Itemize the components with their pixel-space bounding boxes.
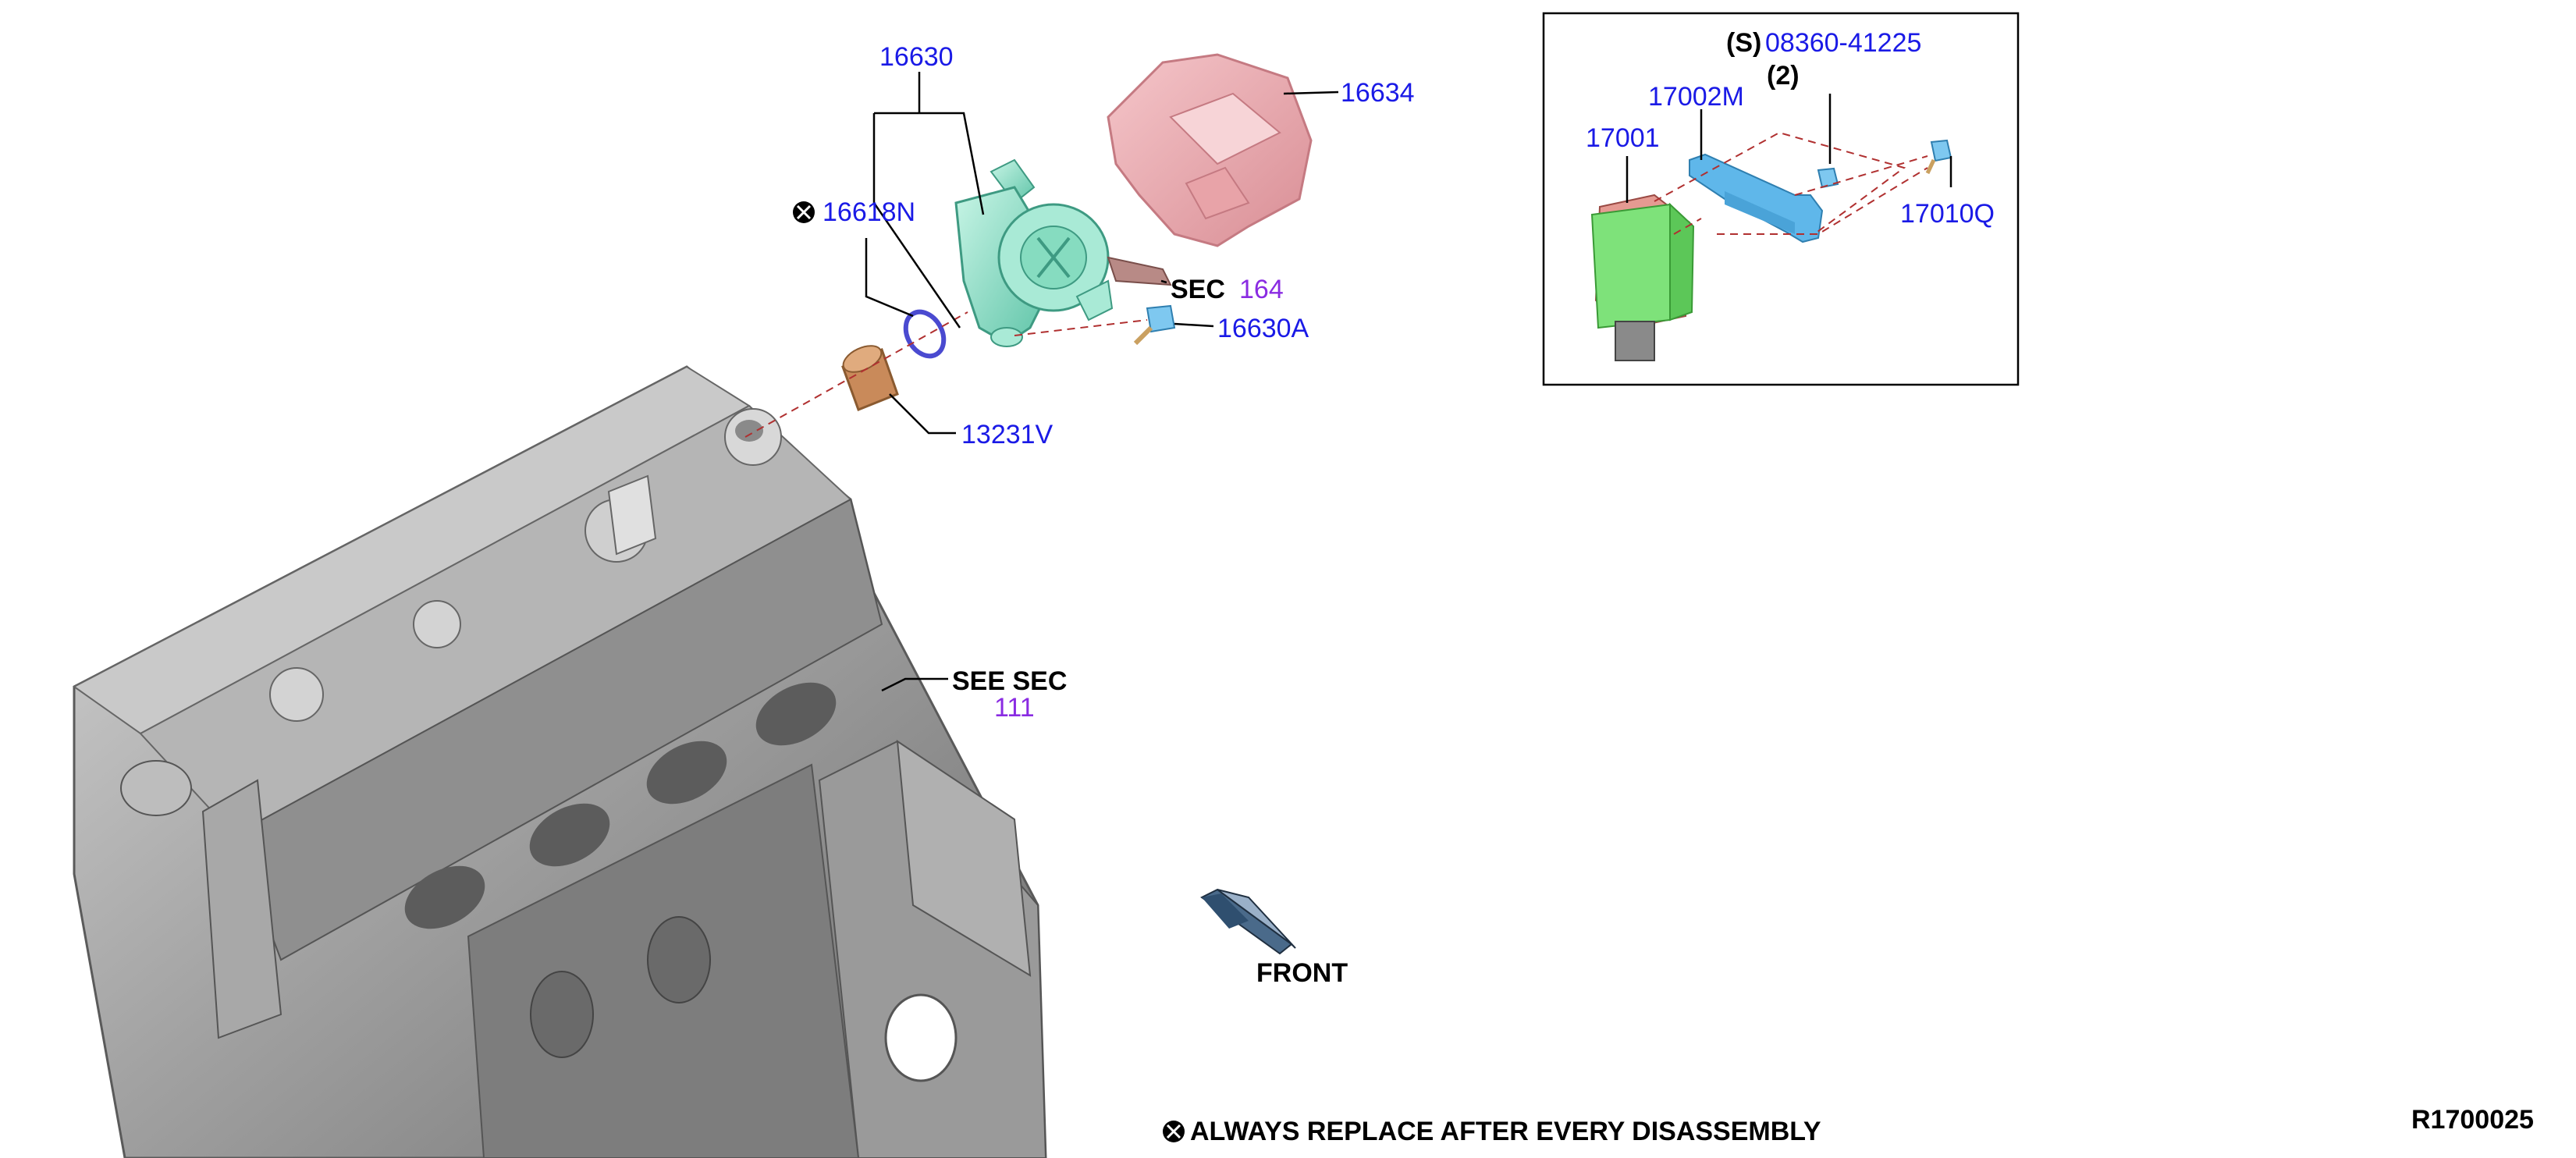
- label-17001: 17001: [1586, 123, 1660, 153]
- see-sec-number: 111: [994, 693, 1035, 723]
- replace-note: ALWAYS REPLACE AFTER EVERY DISASSEMBLY: [1190, 1117, 1821, 1146]
- sec-164-number: 164: [1239, 275, 1284, 304]
- fuel-pump-16630: [954, 158, 1114, 347]
- see-sec-word: SEE SEC: [952, 666, 1067, 696]
- leader-lines: [865, 72, 1339, 692]
- heat-shield-16634: [1107, 53, 1313, 247]
- label-16630a: 16630A: [1217, 314, 1309, 343]
- bracket-17002m: [1689, 153, 1824, 243]
- reference-code: R1700025: [2411, 1105, 2534, 1135]
- tappet-13231v: [841, 345, 899, 411]
- assembly-lines: [744, 311, 1148, 438]
- front-label: FRONT: [1256, 958, 1348, 988]
- inset-quantity: (2): [1767, 61, 1800, 91]
- inset-box: (S) 08360-41225 (2) 17002M 17001 17010Q: [1542, 12, 2020, 386]
- label-16634: 16634: [1341, 78, 1415, 108]
- fuel-line-stub: [1107, 256, 1172, 286]
- o-ring-16618n: [903, 309, 947, 359]
- front-arrow-icon: [1200, 888, 1296, 955]
- engine-cylinder-head-illustration: [73, 365, 1047, 1158]
- circled-x-icon: [1163, 1121, 1185, 1142]
- bolt-16630a: [1133, 304, 1176, 346]
- circled-x-icon: [793, 201, 815, 223]
- sec-164-word: SEC: [1171, 275, 1225, 304]
- label-17010q: 17010Q: [1900, 199, 1995, 229]
- label-16618n: 16618N: [823, 197, 915, 227]
- label-16630: 16630: [879, 42, 954, 72]
- label-08360-41225: 08360-41225: [1765, 28, 1921, 58]
- label-17002m: 17002M: [1648, 82, 1744, 112]
- bolt-08360-41225: [1817, 167, 1839, 189]
- label-13231v: 13231V: [961, 420, 1053, 449]
- control-module-17001: [1590, 194, 1695, 361]
- inset-s-prefix: (S): [1726, 28, 1761, 58]
